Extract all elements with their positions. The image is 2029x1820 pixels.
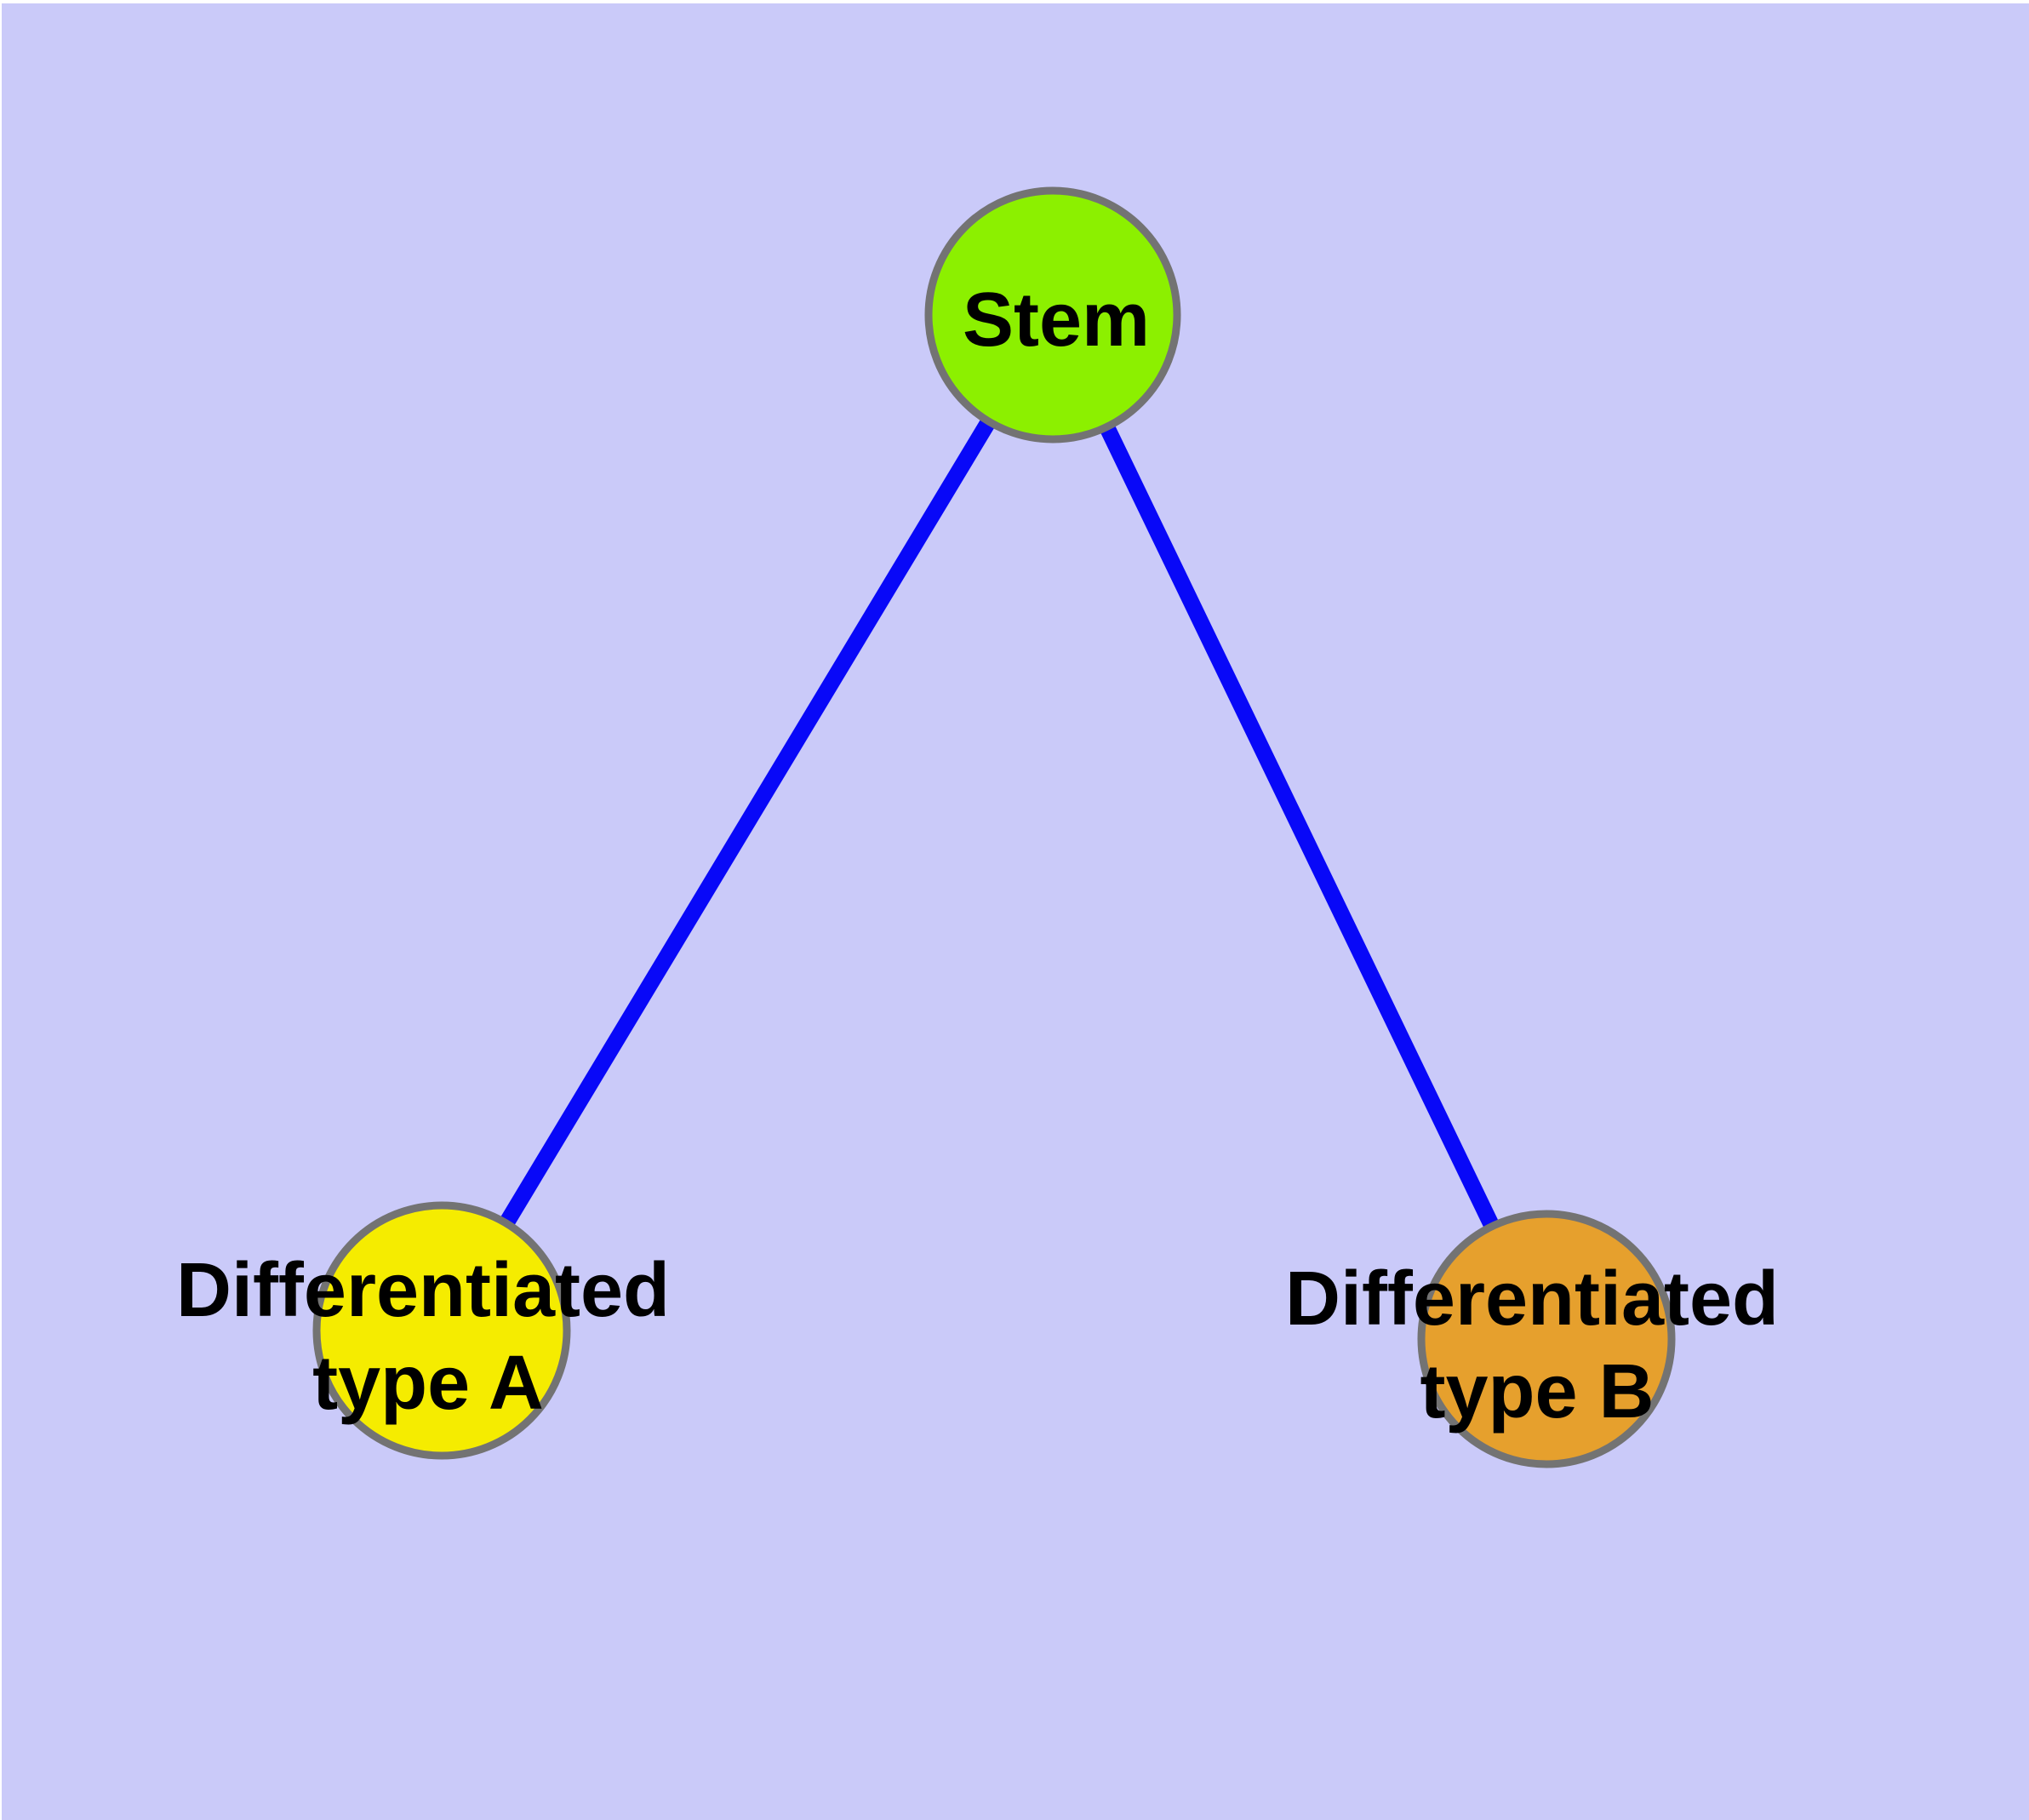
node-type-a-circle[interactable]: [312, 1201, 571, 1460]
node-differentiated-type-a[interactable]: Differentiated type A: [176, 1201, 670, 1460]
node-type-a-label-line1: Differentiated: [176, 1248, 670, 1333]
node-type-b-circle[interactable]: [1417, 1210, 1676, 1468]
node-differentiated-type-b[interactable]: Differentiated type B: [1285, 1210, 1779, 1468]
node-stem-label: Stem: [963, 278, 1150, 363]
edge-stem-to-type-b: [1045, 311, 1554, 1343]
node-stem-circle[interactable]: [924, 186, 1181, 444]
node-stem[interactable]: Stem: [924, 186, 1181, 444]
top-white-strip: [0, 0, 2029, 3]
edge-stem-to-type-a: [434, 311, 1060, 1335]
left-white-strip: [0, 0, 2, 1820]
node-type-a-label-line2: type A: [312, 1341, 544, 1426]
node-type-b-label-line2: type B: [1420, 1349, 1654, 1434]
node-type-b-label-line1: Differentiated: [1285, 1256, 1779, 1342]
